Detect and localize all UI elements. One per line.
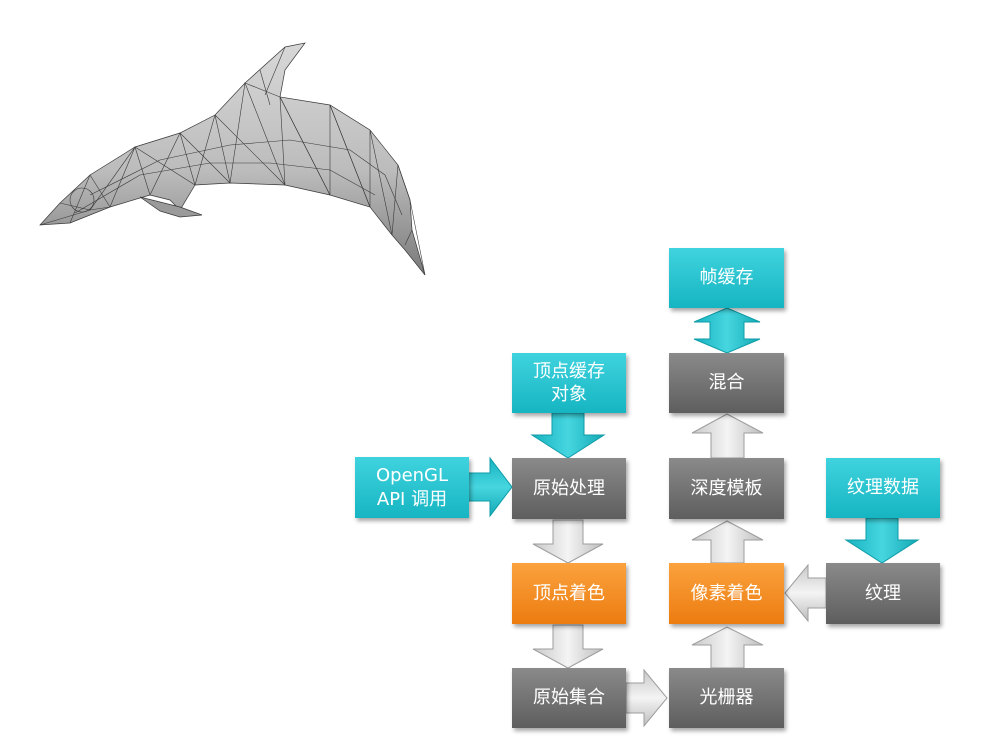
depth-stencil-node: 深度模板 xyxy=(669,458,784,519)
arrow-vertex-to-assembly xyxy=(532,624,604,669)
arrow-rasterizer-to-fragment xyxy=(691,626,764,669)
arrow-framebuffer-blending xyxy=(693,307,761,354)
vertex-buffer-object-node: 顶点缓存 对象 xyxy=(512,353,626,413)
arrow-assembly-to-rasterizer xyxy=(625,668,668,728)
framebuffer-node: 帧缓存 xyxy=(669,248,784,308)
dolphin-wireframe-image xyxy=(39,42,426,276)
arrow-api-to-processing xyxy=(467,456,513,518)
texture-node: 纹理 xyxy=(826,563,940,624)
texture-data-node: 纹理数据 xyxy=(826,458,940,518)
arrow-texture-to-fragment xyxy=(784,563,827,623)
arrow-processing-to-vertex xyxy=(532,519,604,564)
vertex-shader-node: 顶点着色 xyxy=(512,563,626,624)
arrow-depth-to-blending xyxy=(691,413,764,459)
blending-node: 混合 xyxy=(669,353,784,413)
opengl-api-node: OpenGL API 调用 xyxy=(355,457,469,518)
rasterizer-node: 光栅器 xyxy=(669,668,784,728)
arrow-texturedata-to-texture xyxy=(844,517,920,564)
primitive-processing-node: 原始处理 xyxy=(512,458,626,519)
arrow-vbo-to-processing xyxy=(530,412,606,459)
arrow-fragment-to-depth xyxy=(691,520,764,564)
fragment-shader-node: 像素着色 xyxy=(669,563,784,624)
primitive-assembly-node: 原始集合 xyxy=(512,668,626,728)
